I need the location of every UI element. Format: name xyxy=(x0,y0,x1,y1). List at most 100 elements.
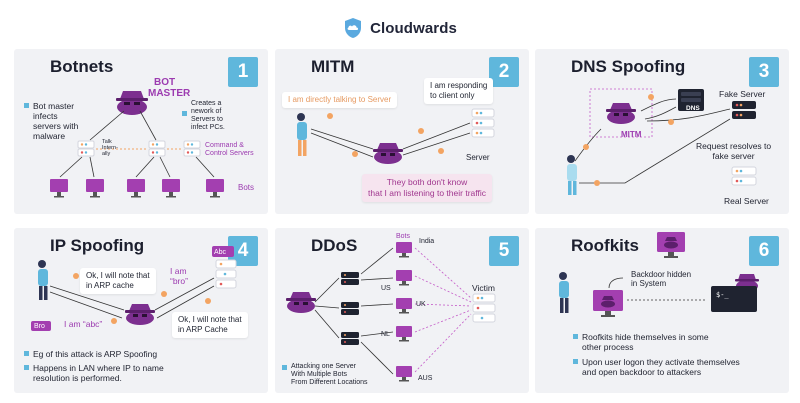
bro-tag: Bro xyxy=(34,323,45,330)
ip-bullet-1: Eg of this attack is ARP Spoofing xyxy=(24,349,157,359)
ddos-diagram xyxy=(286,242,496,382)
dns-server-icon xyxy=(678,89,704,111)
ip-bullet-2: Happens in LAN where IP to name resoluti… xyxy=(24,363,164,383)
note-line: With Multiple Bots xyxy=(291,371,348,378)
bullet-line: Bot master xyxy=(33,101,75,111)
bots-label: Bots xyxy=(238,183,255,192)
panel-rootkits: Roofkits 6 Backdoor hidde xyxy=(535,228,789,393)
talk-internally-label: Talk Intern- ally xyxy=(102,139,118,157)
botnets-diagram xyxy=(50,91,224,198)
uk-label: UK xyxy=(416,301,426,308)
bot-computer-icon xyxy=(206,179,224,198)
server-rack-icon xyxy=(471,108,495,138)
bot-computer-icon xyxy=(396,326,412,342)
bullet-marker xyxy=(182,111,187,116)
bubble-line: I am responding xyxy=(430,81,488,90)
label-master: MASTER xyxy=(148,88,191,99)
panel-number: 2 xyxy=(489,57,519,87)
ip-bubble-bottom: Ok, I will note that in ARP Cache xyxy=(172,312,248,338)
hacker-icon xyxy=(286,292,316,313)
bro-line: I am xyxy=(170,266,187,276)
backdoor-line: in System xyxy=(631,279,667,288)
i-am-bro-label: I am “bro” xyxy=(170,266,188,286)
bot-computer-icon xyxy=(162,179,180,198)
panel-title: Botnets xyxy=(50,57,114,76)
terminal-prompt: $-_ xyxy=(716,291,729,299)
backdoor-label: Backdoor hidden in System xyxy=(631,270,691,288)
note-line: Attacking one Server xyxy=(291,363,356,370)
cc-servers-label: Command & Control Servers xyxy=(205,142,254,158)
dns-diagram xyxy=(567,88,757,195)
request-line: Request resolves to xyxy=(696,141,772,151)
note-line: Creates a xyxy=(191,100,222,107)
panel-title: Roofkits xyxy=(571,236,639,255)
bubble-line: that I am listening to their traffic xyxy=(368,188,486,198)
note-line: nework of xyxy=(191,108,222,115)
server-rack-icon xyxy=(148,140,166,157)
bro-tag-bg xyxy=(31,321,51,331)
ddos-note: Attacking one Server With Multiple Bots … xyxy=(282,363,368,387)
mitm-dashed-box xyxy=(589,88,653,138)
client-person-icon xyxy=(38,260,48,300)
bubble-line: to client only xyxy=(430,91,475,100)
label-bot: BOT xyxy=(154,77,176,88)
panel-title: MITM xyxy=(311,57,355,76)
bot-master-hacker-icon xyxy=(116,91,148,115)
nl-label: NL xyxy=(381,331,390,338)
bullet-line: infects xyxy=(33,111,58,121)
note-line: From Different Locations xyxy=(291,379,368,386)
bullet-text: Happens in LAN where IP to name xyxy=(33,363,164,373)
bot-computer-icon xyxy=(50,179,68,198)
bullet-text: Upon user logon they activate themselves xyxy=(582,357,740,367)
panel-ddos: DDoS 5 xyxy=(275,228,529,393)
bubble-line: Ok, I will note that xyxy=(178,315,242,324)
bullet-marker xyxy=(573,359,578,364)
bullet-marker xyxy=(573,334,578,339)
server-rack-icon xyxy=(77,140,95,157)
cc-line: Command & xyxy=(205,142,244,149)
real-server-label: Real Server xyxy=(724,196,769,206)
bullet-marker xyxy=(24,351,29,356)
abc-tag-bg xyxy=(212,246,234,257)
talk-line: ally xyxy=(102,151,111,157)
victim-server-icon xyxy=(472,293,496,323)
cloud-shield-icon xyxy=(345,18,362,38)
mitm-bubble-right: I am responding to client only xyxy=(424,78,494,104)
server-rack-icon xyxy=(183,140,201,157)
server-rack-icon xyxy=(341,332,359,345)
brand-logo: Cloudwards xyxy=(0,16,800,40)
cc-line: Control Servers xyxy=(205,150,254,157)
us-label: US xyxy=(381,285,391,292)
i-am-abc-label: I am “abc” xyxy=(64,319,103,329)
panel-title: DDoS xyxy=(311,236,358,255)
ddos-bots-label: Bots xyxy=(396,233,411,240)
bullet-marker xyxy=(24,103,29,108)
bot-computer-icon xyxy=(396,298,412,314)
request-resolves-label: Request resolves to fake server xyxy=(696,141,771,161)
panel-dns-spoofing: DNS Spoofing 3 xyxy=(535,49,789,214)
talk-line: Talk xyxy=(102,139,112,145)
bubble-line: in ARP Cache xyxy=(178,325,228,334)
mitm-label: MITM xyxy=(621,130,642,139)
panel-number: 1 xyxy=(228,57,258,87)
aus-label: AUS xyxy=(418,375,433,382)
bubble-line: Ok, I will note that xyxy=(86,271,150,280)
botnets-note: Creates a nework of Servers to infect PC… xyxy=(182,100,225,132)
bullet-text: Eg of this attack is ARP Spoofing xyxy=(33,349,158,359)
infected-computer-icon xyxy=(593,290,623,317)
ip-spoofing-diagram xyxy=(31,246,237,331)
terminal-window xyxy=(711,286,757,312)
mitm-bubble-bottom: They both don't know that I am listening… xyxy=(362,174,492,202)
panel-title: DNS Spoofing xyxy=(571,57,686,76)
fake-server-label: Fake Server xyxy=(719,89,766,99)
bot-computer-icon xyxy=(396,270,412,286)
panel-number: 6 xyxy=(749,236,779,266)
hacker-monitor-icon xyxy=(657,232,685,258)
bot-computer-icon xyxy=(396,366,412,382)
client-person-icon xyxy=(297,113,307,156)
bullet-text: resolution is performed. xyxy=(33,373,122,383)
note-line: Servers to xyxy=(191,116,223,123)
brand-name: Cloudwards xyxy=(370,19,457,37)
backdoor-line: Backdoor hidden xyxy=(631,270,692,279)
panel-botnets: Botnets 1 xyxy=(14,49,268,214)
